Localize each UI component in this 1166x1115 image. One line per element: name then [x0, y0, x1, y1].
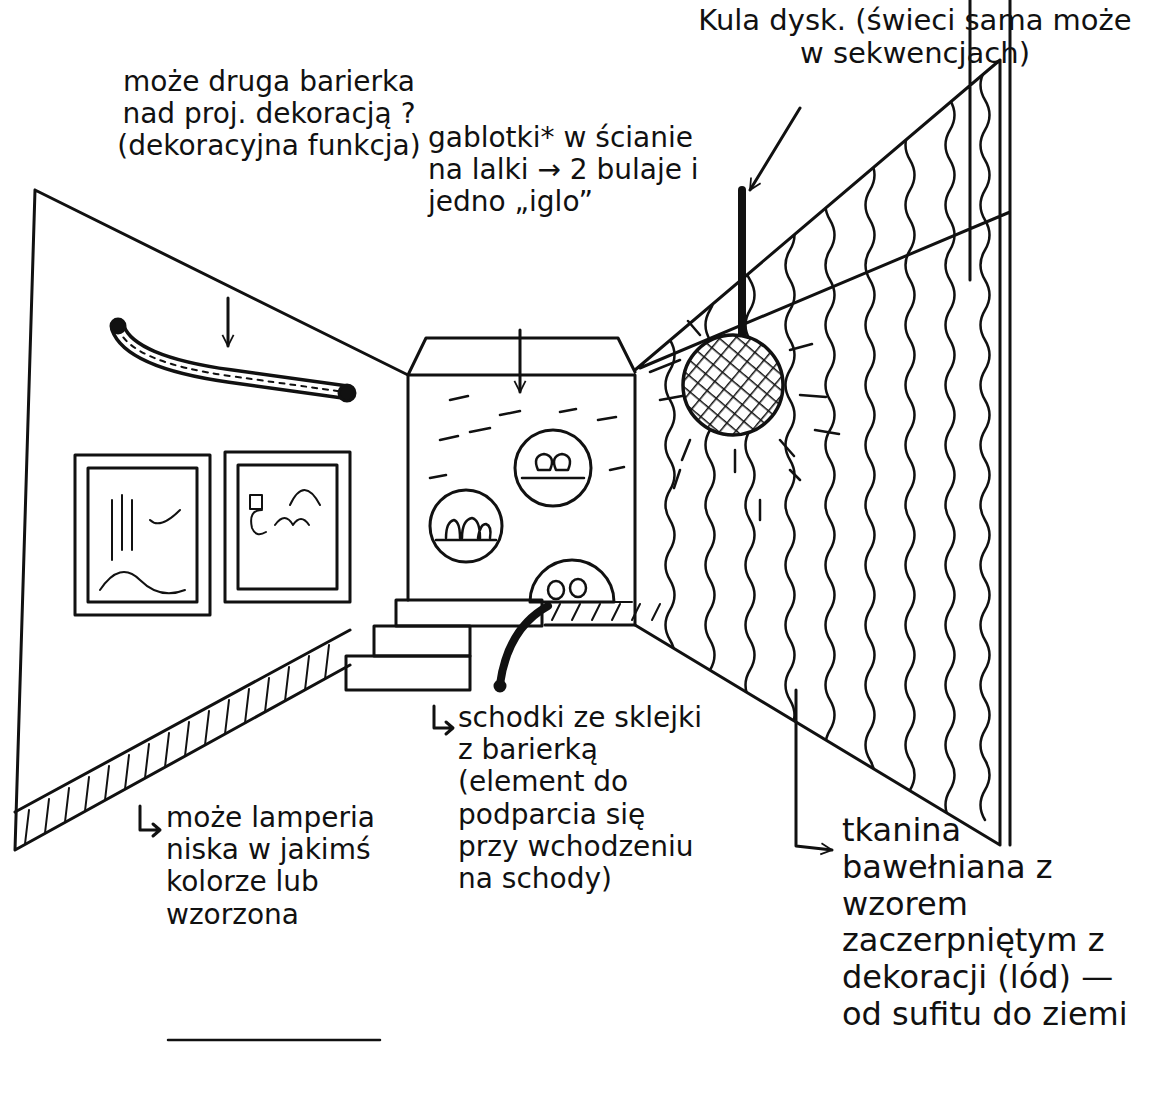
stair-step: [374, 626, 470, 656]
left-wall: [15, 190, 408, 850]
painting-frame: [75, 455, 210, 615]
porthole-case: [515, 430, 591, 506]
railing-end: [495, 681, 505, 691]
wall-dashes: [430, 396, 624, 478]
leader-arrow: [227, 298, 230, 346]
doll-figures: [436, 518, 496, 540]
curtain-fabric: [666, 40, 990, 820]
curtain-wave: [906, 40, 915, 820]
igloo-case: [530, 560, 614, 602]
callout-note: gablotki* w ścianie na lalki → 2 bulaje …: [428, 122, 718, 219]
painting-frame: [88, 468, 197, 602]
callout-note: tkanina bawełniana z wzorem zaczerpnięty…: [842, 812, 1142, 1033]
decor-railing: [118, 328, 345, 392]
curtain-wave: [826, 40, 835, 820]
hook-arrow: [140, 806, 160, 836]
curtain-wave: [981, 40, 990, 820]
hook-arrow: [434, 706, 453, 734]
stair-railing: [500, 606, 548, 684]
railing-end: [111, 319, 125, 333]
stair-step: [346, 656, 470, 690]
stair-step: [396, 600, 542, 626]
underline: [168, 1039, 380, 1042]
leader-arrow: [796, 690, 832, 850]
callout-note: może lamperia niska w jakimś kolorze lub…: [166, 802, 401, 931]
light-rays: [650, 321, 839, 520]
decor-railing-texture: [118, 328, 345, 392]
callout-note: może druga barierka nad proj. dekoracją …: [108, 66, 430, 163]
curtain-wave: [866, 40, 875, 820]
leader-arrow: [519, 330, 522, 392]
painting-sketch: [100, 495, 185, 593]
callout-note: Kula dysk. (świeci sama może w sekwencja…: [690, 4, 1140, 71]
painting-frame: [225, 452, 350, 602]
railing-end: [339, 385, 355, 401]
curtain-wave: [946, 40, 955, 820]
disco-ball: [683, 335, 783, 435]
curtain-wave: [786, 40, 795, 820]
doll-figures: [522, 454, 584, 478]
porthole-case: [430, 490, 502, 562]
back-baseboard: [545, 602, 660, 620]
ball-rod: [738, 190, 746, 340]
painting-frame: [238, 465, 337, 589]
painting-sketch: [250, 490, 320, 534]
callout-note: schodki ze sklejki z barierką (element d…: [458, 702, 713, 895]
decor-railing-inner: [118, 328, 345, 392]
leader-arrow: [750, 108, 800, 190]
baseboard-line: [15, 630, 350, 812]
doll-figures: [548, 579, 586, 599]
